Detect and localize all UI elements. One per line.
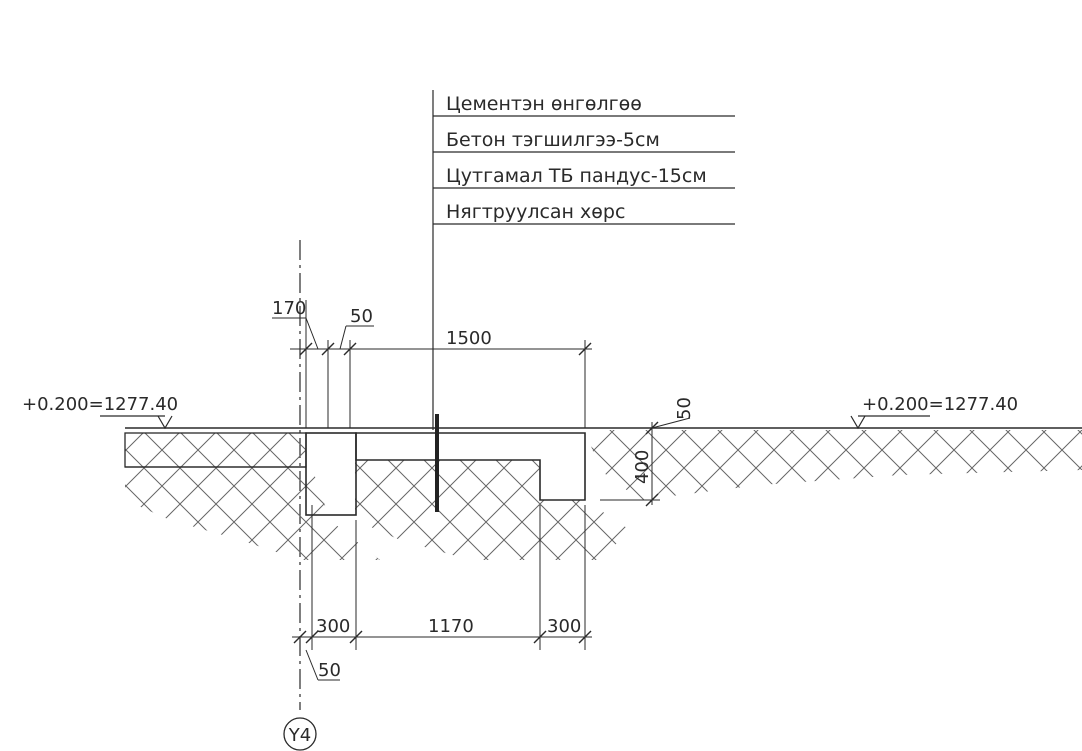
layer-label-1: Цементэн өнгөлгөө <box>446 93 642 115</box>
layer-label-3: Цутгамал ТБ пандус-15см <box>446 165 707 187</box>
foundation-beam-left <box>305 432 357 516</box>
dim-50-bottom: 50 <box>318 660 341 681</box>
elevation-right: +0.200=1277.40 <box>850 394 1018 430</box>
dimension-top: 170 50 1500 <box>272 298 592 428</box>
dimension-right: 50 400 <box>600 397 695 507</box>
layer-callout: Цементэн өнгөлгөө Бетон тэгшилгээ-5см Цу… <box>432 90 735 430</box>
layer-label-4: Нягтруулсан хөрс <box>446 201 625 223</box>
elevation-left: +0.200=1277.40 <box>22 394 178 430</box>
dim-170: 170 <box>272 298 306 319</box>
soil-hatch <box>125 430 1082 560</box>
ramp-slab <box>355 432 586 501</box>
dim-300-left: 300 <box>316 616 350 637</box>
dim-400: 400 <box>632 450 653 484</box>
dimension-bottom: 300 1170 300 50 <box>292 505 592 681</box>
elevation-right-label: +0.200=1277.40 <box>862 394 1018 415</box>
dim-50-right: 50 <box>674 397 695 420</box>
axis-label: Y4 <box>288 725 311 746</box>
axis-bubble <box>283 717 317 751</box>
dim-300-right: 300 <box>547 616 581 637</box>
elevation-left-label: +0.200=1277.40 <box>22 394 178 415</box>
layer-label-2: Бетон тэгшилгээ-5см <box>446 129 660 151</box>
dim-1500: 1500 <box>446 328 492 349</box>
dim-1170: 1170 <box>428 616 474 637</box>
dim-50-top: 50 <box>350 306 373 327</box>
